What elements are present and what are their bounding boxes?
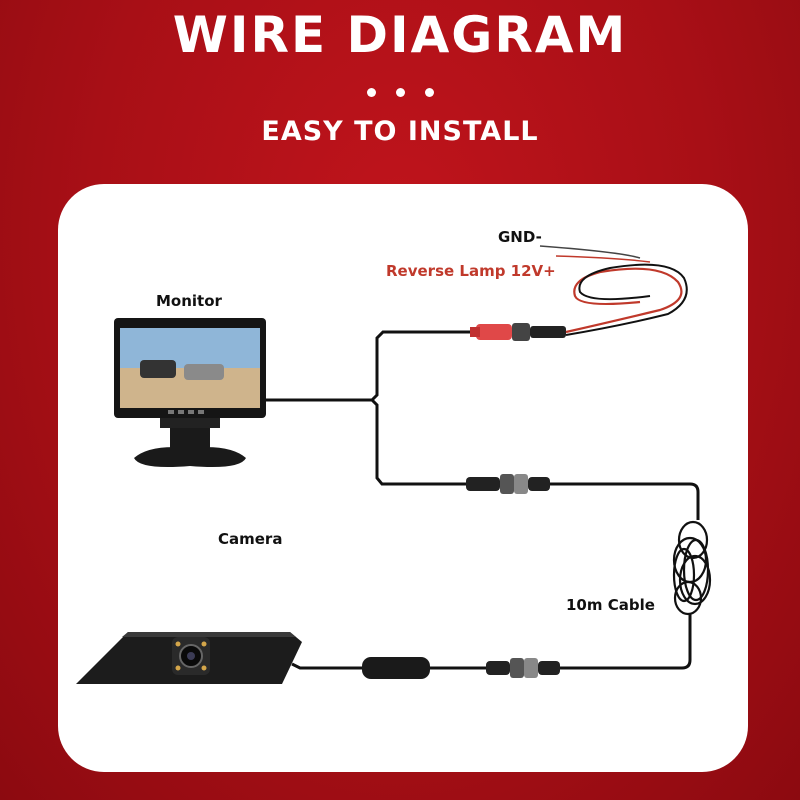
- camera-housing: [76, 632, 302, 684]
- title-divider-dots: [0, 88, 800, 97]
- lamp-lead: [555, 255, 651, 263]
- reverse-lamp-label: Reverse Lamp 12V+: [386, 262, 556, 280]
- camera-label: Camera: [218, 530, 283, 548]
- gnd-lead: [539, 245, 641, 259]
- divider-dot: [395, 88, 405, 97]
- page-title: WIRE DIAGRAM: [172, 6, 628, 64]
- aviation-connector-bottom: [486, 658, 560, 678]
- aviation-connector-top: [466, 474, 550, 494]
- power-connector: [470, 323, 566, 341]
- monitor-device: [114, 318, 266, 467]
- cable-length-label: 10m Cable: [566, 596, 655, 614]
- divider-dot: [424, 88, 434, 97]
- gnd-label: GND-: [498, 228, 542, 246]
- camera-lead: [291, 662, 500, 670]
- monitor-label: Monitor: [156, 292, 222, 310]
- red-wire: [565, 267, 683, 334]
- page-subtitle: EASY TO INSTALL: [261, 116, 539, 147]
- cable-to-camera: [545, 614, 692, 670]
- video-cable: [265, 398, 700, 520]
- black-wire: [565, 263, 688, 336]
- inline-module: [362, 657, 430, 679]
- cable-coil: [672, 520, 712, 616]
- power-cable: [370, 330, 480, 402]
- divider-dot: [366, 88, 376, 97]
